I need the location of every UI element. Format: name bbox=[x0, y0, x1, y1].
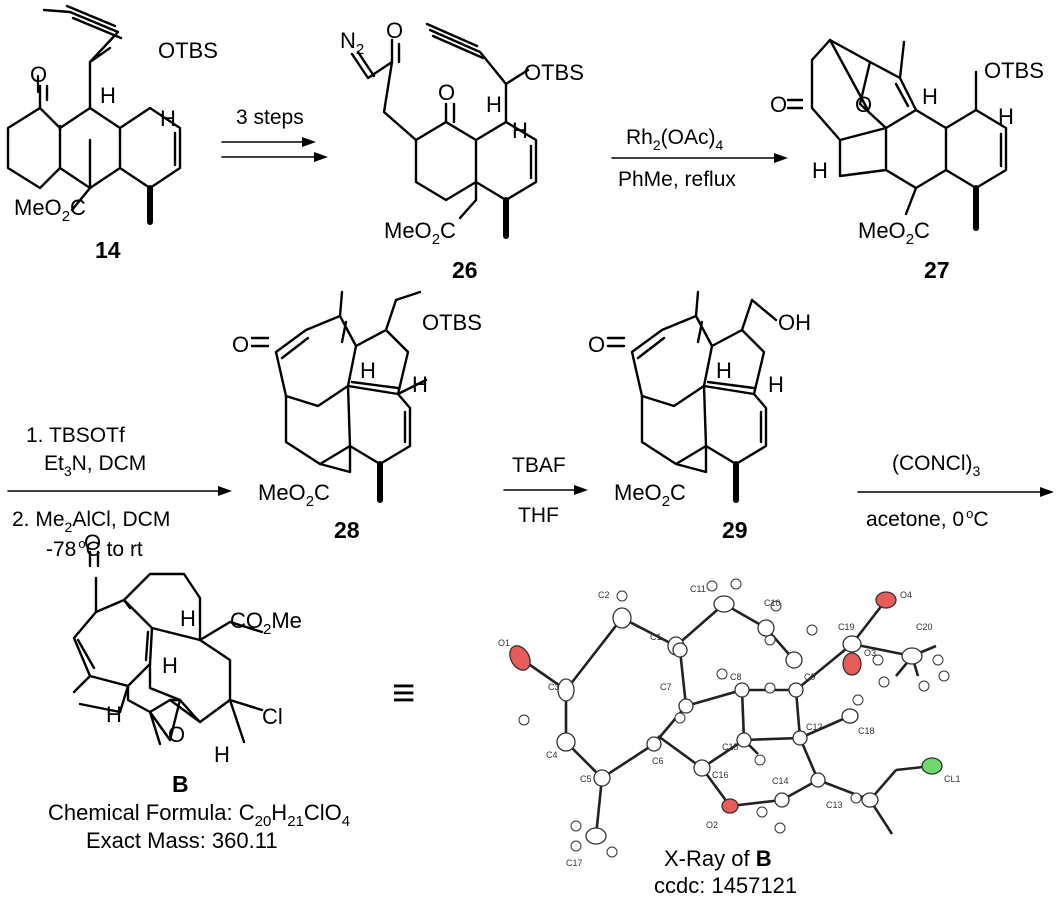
xray-label-c2: C2 bbox=[598, 590, 610, 600]
h-label-29b: H bbox=[768, 372, 784, 397]
diazo-ketone-o: O bbox=[386, 18, 403, 43]
bridge-o-27: O bbox=[855, 92, 872, 117]
diazo-n2: N2 bbox=[340, 28, 364, 58]
ester-28: MeO2C bbox=[258, 480, 330, 510]
xray-label-c9: C9 bbox=[804, 672, 816, 682]
xray-label-c20: C20 bbox=[916, 622, 933, 632]
xray-label-c7: C7 bbox=[660, 682, 672, 692]
condition-et3n: Et3N, DCM bbox=[44, 452, 146, 479]
label-14: 14 bbox=[95, 237, 121, 263]
equivalence-sign: ≡ bbox=[392, 671, 415, 715]
ester-29: MeO2C bbox=[614, 480, 686, 510]
label-26: 26 bbox=[452, 257, 478, 283]
xray-label-c11: C11 bbox=[690, 584, 706, 594]
arrow-4: TBAF THF bbox=[503, 454, 588, 527]
label-27: 27 bbox=[924, 257, 950, 283]
xray-caption: X-Ray of B bbox=[664, 846, 772, 871]
h-label-14b: H bbox=[160, 106, 176, 131]
condition-tcca: (CONCl)3 bbox=[892, 452, 980, 479]
xray-structure: O1 C2 C11 C10 O4 C19 O3 C20 C1 C3 C8 C9 … bbox=[498, 578, 961, 868]
compound-14: O H H OTBS MeO2C 14 bbox=[6, 4, 218, 263]
condition-phme: PhMe, reflux bbox=[618, 168, 736, 191]
exact-mass-b: Exact Mass: 360.11 bbox=[86, 828, 278, 853]
xray-label-o2: O2 bbox=[706, 820, 718, 830]
cl-b: Cl bbox=[262, 704, 283, 729]
xray-label-c17: C17 bbox=[566, 858, 583, 868]
compound-26: N2 O O H H OTBS MeO2C 26 bbox=[340, 18, 584, 283]
h-label-27a: H bbox=[922, 84, 938, 109]
label-b: B bbox=[172, 771, 189, 797]
xray-label-c3: C3 bbox=[548, 682, 560, 692]
xray-label-o1: O1 bbox=[498, 638, 510, 648]
xray-label-c8: C8 bbox=[730, 672, 742, 682]
xray-label-c1: C1 bbox=[650, 632, 662, 642]
arrow-1: 3 steps bbox=[221, 106, 328, 162]
condition-rh: Rh2(OAc)4 bbox=[626, 126, 723, 153]
h-label-26b: H bbox=[512, 118, 528, 143]
xray-label-c16: C16 bbox=[712, 770, 729, 780]
ester-14: MeO2C bbox=[14, 195, 86, 225]
h-label-b3: H bbox=[106, 702, 122, 727]
condition-tbaf: TBAF bbox=[512, 454, 566, 477]
ketone-o-28: O bbox=[232, 332, 249, 357]
oh-29: OH bbox=[778, 310, 811, 335]
ester-26: MeO2C bbox=[384, 218, 456, 248]
label-29: 29 bbox=[722, 517, 748, 543]
otbs-27: OTBS bbox=[984, 58, 1044, 83]
xray-label-o4: O4 bbox=[900, 590, 912, 600]
compound-28: O H H OTBS MeO2C 28 bbox=[232, 290, 482, 543]
condition-thf: THF bbox=[518, 504, 559, 527]
ketone-o-29: O bbox=[588, 332, 605, 357]
arrow-2: Rh2(OAc)4 PhMe, reflux bbox=[611, 126, 788, 191]
h-label-b1: H bbox=[162, 653, 178, 678]
h-label-29a: H bbox=[716, 358, 732, 383]
xray-label-c6: C6 bbox=[652, 756, 664, 766]
compound-27: O O H H H OTBS MeO2C 27 bbox=[770, 38, 1044, 283]
ketone-o-14: O bbox=[30, 62, 47, 87]
h-label-27b: H bbox=[998, 104, 1014, 129]
otbs-14: OTBS bbox=[158, 38, 218, 63]
xray-label-c5: C5 bbox=[580, 774, 592, 784]
h-label-28b: H bbox=[412, 372, 428, 397]
h-label-26a: H bbox=[486, 92, 502, 117]
otbs-28: OTBS bbox=[422, 310, 482, 335]
label-28: 28 bbox=[334, 517, 360, 543]
ketone-o-b: O bbox=[84, 530, 101, 555]
xray-label-c4: C4 bbox=[546, 750, 558, 760]
otbs-26: OTBS bbox=[524, 60, 584, 85]
compound-29: O H H OH MeO2C 29 bbox=[588, 290, 811, 543]
xray-label-o3: O3 bbox=[864, 648, 876, 658]
ketone-o-26: O bbox=[438, 80, 455, 105]
condition-3-steps: 3 steps bbox=[236, 106, 304, 129]
ccdc-number: ccdc: 1457121 bbox=[654, 873, 797, 898]
xray-label-c15: C15 bbox=[722, 742, 739, 752]
compound-b: O CO2Me Cl H H H H O B Chemical Formula:… bbox=[48, 530, 350, 853]
h-label-b4: H bbox=[214, 742, 230, 767]
h-label-b2: H bbox=[180, 606, 196, 631]
co2me-b: CO2Me bbox=[230, 608, 302, 638]
ester-27: MeO2C bbox=[858, 218, 930, 248]
xray-label-c12: C12 bbox=[806, 722, 823, 732]
h-label-27c: H bbox=[812, 158, 828, 183]
xray-label-c13: C13 bbox=[826, 800, 843, 810]
condition-me2alcl: 2. Me2AlCl, DCM bbox=[12, 508, 170, 535]
xray-label-c10: C10 bbox=[764, 598, 781, 608]
h-label-14a: H bbox=[100, 83, 116, 108]
xray-hydrogens bbox=[518, 578, 950, 858]
xray-label-c14: C14 bbox=[772, 776, 789, 786]
h-label-28a: H bbox=[360, 358, 376, 383]
bridge-o-b: O bbox=[168, 722, 185, 747]
xray-label-c18: C18 bbox=[858, 726, 875, 736]
xray-label-cl1: CL1 bbox=[944, 774, 961, 784]
xray-label-c19: C19 bbox=[838, 622, 855, 632]
condition-tbsotf: 1. TBSOTf bbox=[26, 424, 125, 447]
ketone-o-27: O bbox=[770, 92, 787, 117]
formula-b: Chemical Formula: C20H21ClO4 bbox=[48, 800, 350, 830]
